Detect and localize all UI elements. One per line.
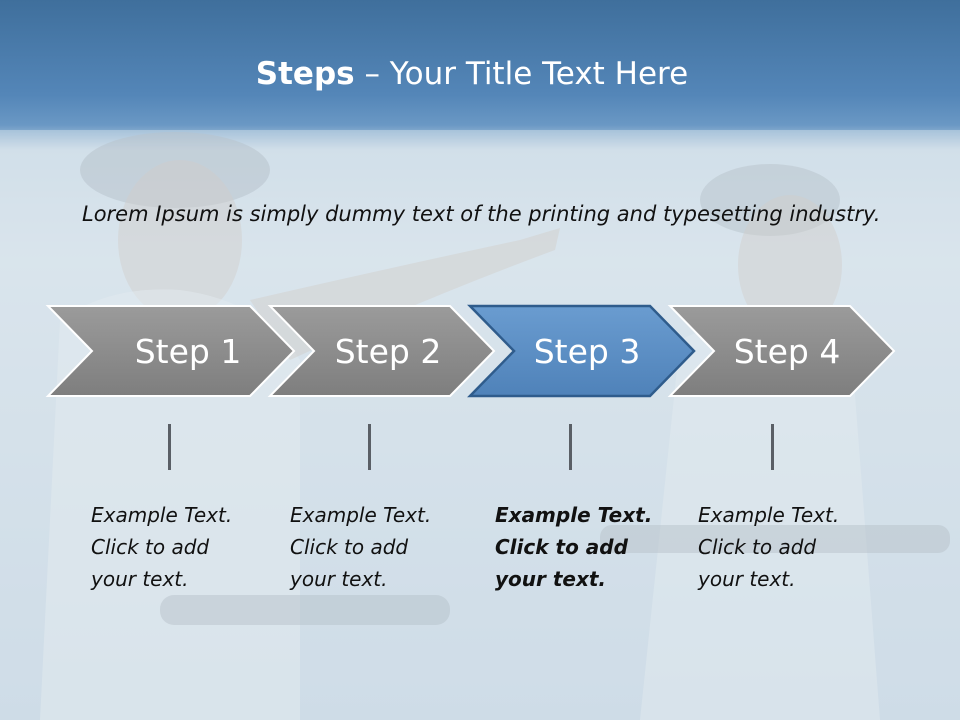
intro-text[interactable]: Lorem Ipsum is simply dummy text of the …: [82, 202, 881, 226]
step-chevron-3[interactable]: Step 3: [467, 304, 696, 398]
step-label-2: Step 2: [335, 332, 442, 371]
step-label-1: Step 1: [135, 332, 242, 371]
step-chevron-4[interactable]: Step 4: [667, 305, 896, 397]
step-chevron-2[interactable]: Step 2: [267, 305, 496, 397]
step-label-3: Step 3: [534, 332, 641, 371]
title-rest-part: – Your Title Text Here: [354, 56, 689, 92]
step-chevron-1[interactable]: Step 1: [45, 305, 296, 397]
title-bold-part: Steps: [255, 56, 355, 92]
photo-fade-overlay: [0, 130, 960, 720]
slide-title[interactable]: Steps – Your Title Text Here: [0, 54, 944, 94]
step-label-4: Step 4: [734, 332, 841, 371]
